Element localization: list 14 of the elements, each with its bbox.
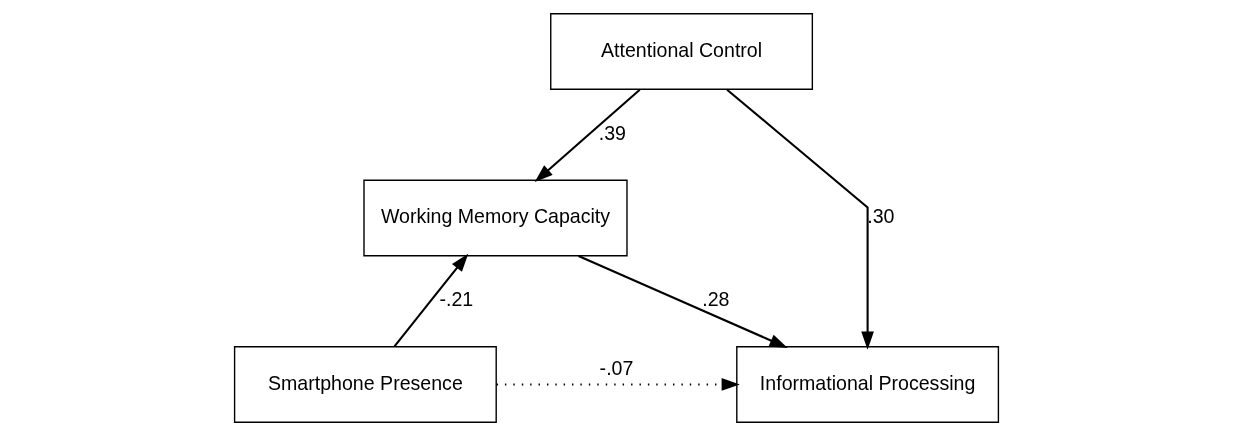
arrow xyxy=(578,254,788,348)
arrow xyxy=(534,88,641,183)
node-box: Attentional Control xyxy=(550,13,814,90)
edge-label: -.07 xyxy=(599,356,634,379)
node-box: Smartphone Presence xyxy=(233,346,497,423)
arrow xyxy=(393,253,469,348)
edge-label: .30 xyxy=(867,205,895,228)
arrow xyxy=(496,378,740,391)
node-box: Working Memory Capacity xyxy=(363,179,628,257)
edge-label: .39 xyxy=(598,121,626,144)
node-box: Informational Processing xyxy=(736,346,1000,423)
arrow xyxy=(726,88,874,350)
edge-label: .28 xyxy=(702,288,730,311)
edge-label: -.21 xyxy=(439,288,474,311)
